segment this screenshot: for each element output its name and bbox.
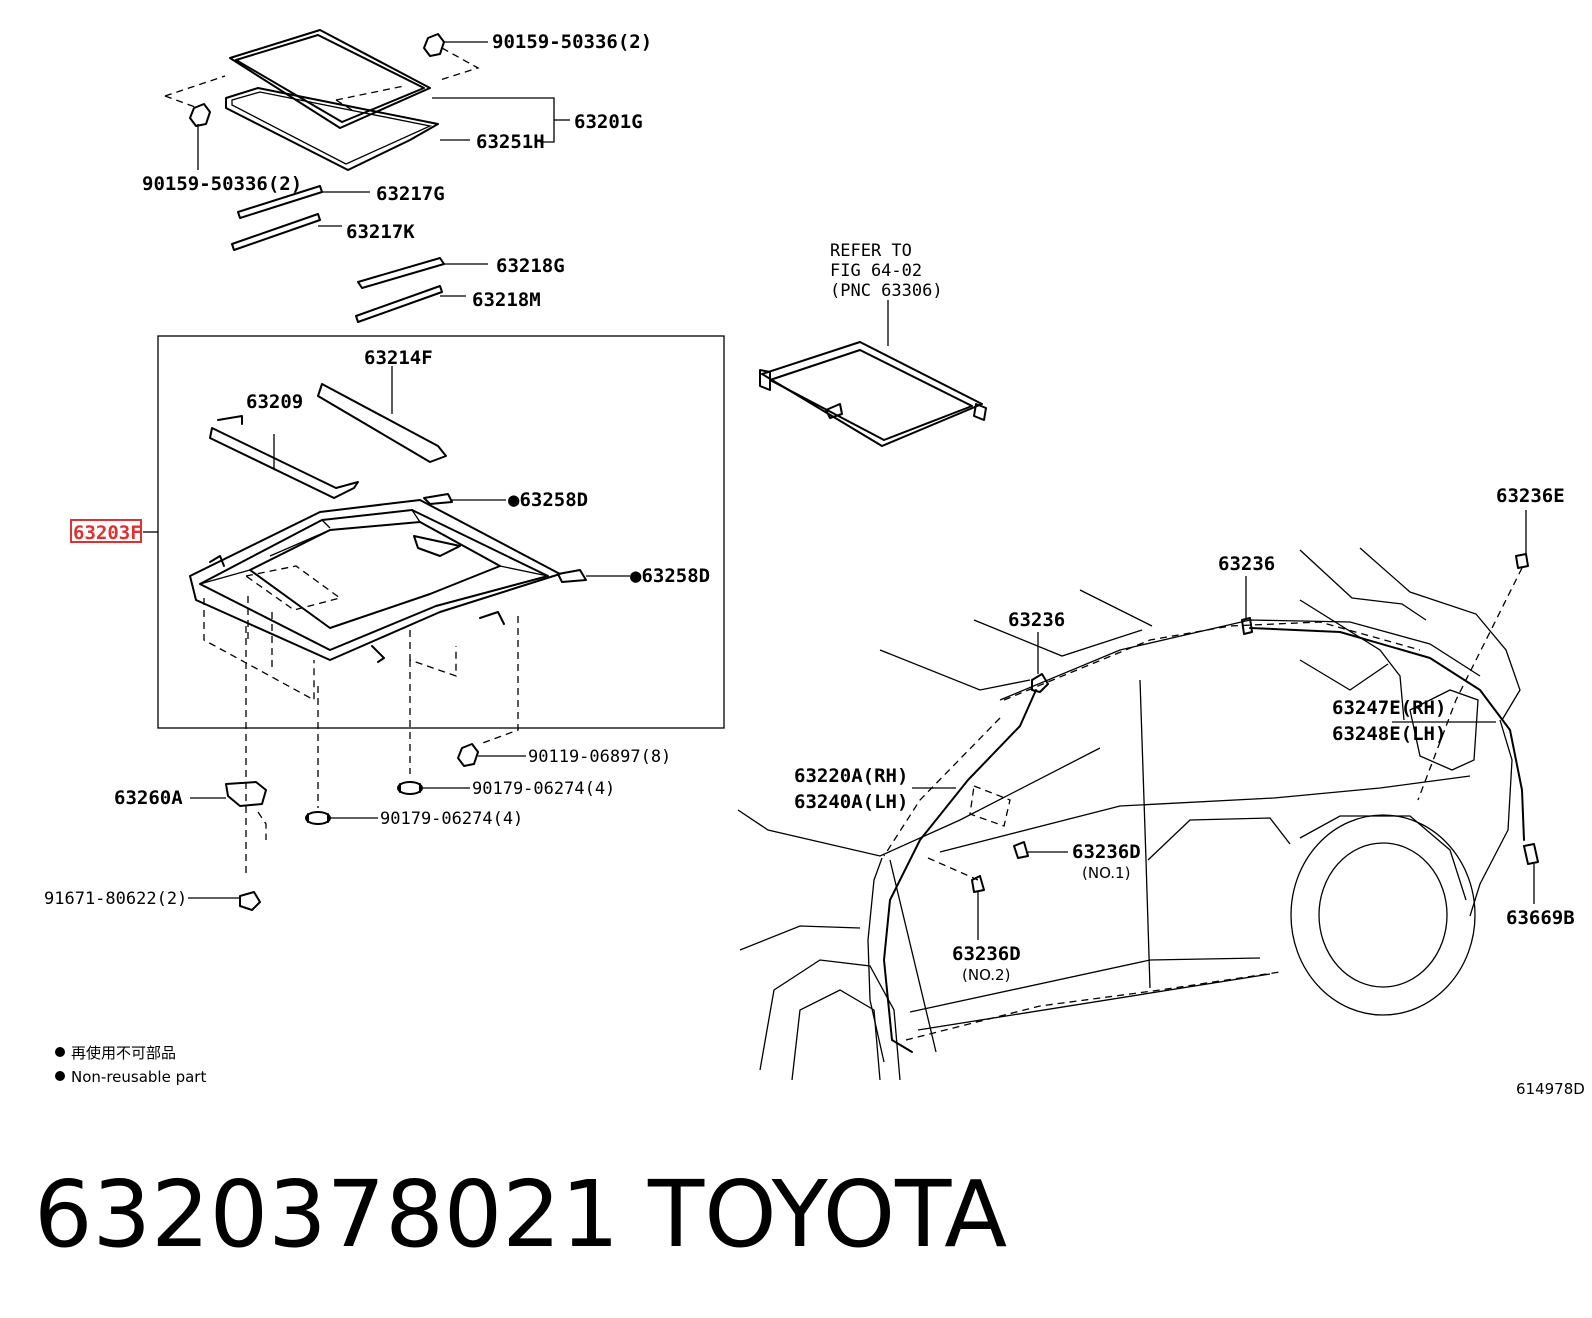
sunroof-frame <box>189 383 587 663</box>
weatherstrip-parts <box>231 185 445 323</box>
label-63217G: 63217G <box>376 183 445 205</box>
label-refer-1: REFER TO <box>830 241 912 261</box>
bolt-icon <box>189 33 445 127</box>
sunshade-reference <box>759 341 987 447</box>
label-63260A: 63260A <box>114 787 183 809</box>
label-63217K: 63217K <box>346 221 415 243</box>
label-63236D-1: 63236D <box>1072 841 1141 863</box>
part-labels: 90159-50336(2) 90159-50336(2) 63201G 632… <box>44 31 1575 984</box>
label-63214F: 63214F <box>364 347 433 369</box>
clip-icons <box>971 553 1539 893</box>
bullet-icon <box>55 1047 65 1057</box>
footer-brand: TOYOTA <box>647 1161 1007 1268</box>
label-63220A: 63220A(RH) <box>794 765 908 787</box>
sunroof-glass <box>164 29 480 171</box>
label-63236D-1-sub: (NO.1) <box>1082 864 1130 882</box>
label-63236D-2: 63236D <box>952 943 1021 965</box>
label-63201G: 63201G <box>574 111 643 133</box>
label-63251H: 63251H <box>476 131 545 153</box>
note-english: Non-reusable part <box>71 1068 206 1086</box>
label-63218M: 63218M <box>472 289 541 311</box>
label-63236-b: 63236 <box>1008 609 1065 631</box>
label-90119: 90119-06897(8) <box>528 747 671 767</box>
figure-code: 614978D <box>1516 1080 1585 1098</box>
label-63236-a: 63236 <box>1218 553 1275 575</box>
label-63236D-2-sub: (NO.2) <box>962 966 1010 984</box>
footer-part-number: 6320378021 <box>34 1161 619 1268</box>
label-90159-left: 90159-50336(2) <box>142 173 302 195</box>
label-refer-3: (PNC 63306) <box>830 281 943 301</box>
label-63218G: 63218G <box>496 255 565 277</box>
label-63258D-b: ●63258D <box>630 565 710 587</box>
label-63203F: 63203F <box>73 522 142 544</box>
label-63247E: 63247E(RH) <box>1332 697 1446 719</box>
label-63240A: 63240A(LH) <box>794 791 908 813</box>
label-90159-top: 90159-50336(2) <box>492 31 652 53</box>
highlight-box <box>70 519 142 543</box>
frame-dashed-guides <box>203 565 519 874</box>
label-63248E: 63248E(LH) <box>1332 723 1446 745</box>
vehicle-body <box>737 547 1521 1081</box>
label-63258D-a: ●63258D <box>508 489 588 511</box>
vehicle-dashed-guides <box>927 567 1523 881</box>
label-90179-b: 90179-06274(4) <box>380 809 523 829</box>
frame-assembly-box <box>157 335 725 729</box>
label-91671: 91671-80622(2) <box>44 889 187 909</box>
label-63209: 63209 <box>246 391 303 413</box>
bullet-icon <box>55 1071 65 1081</box>
label-refer-2: FIG 64-02 <box>830 261 922 281</box>
roof-molding <box>883 627 1525 1053</box>
label-63669B: 63669B <box>1506 907 1575 929</box>
label-63236E: 63236E <box>1496 485 1565 507</box>
legend-notes: 再使用不可部品 Non-reusable part <box>55 1044 206 1086</box>
note-japanese: 再使用不可部品 <box>71 1044 176 1062</box>
label-90179-a: 90179-06274(4) <box>472 779 615 799</box>
